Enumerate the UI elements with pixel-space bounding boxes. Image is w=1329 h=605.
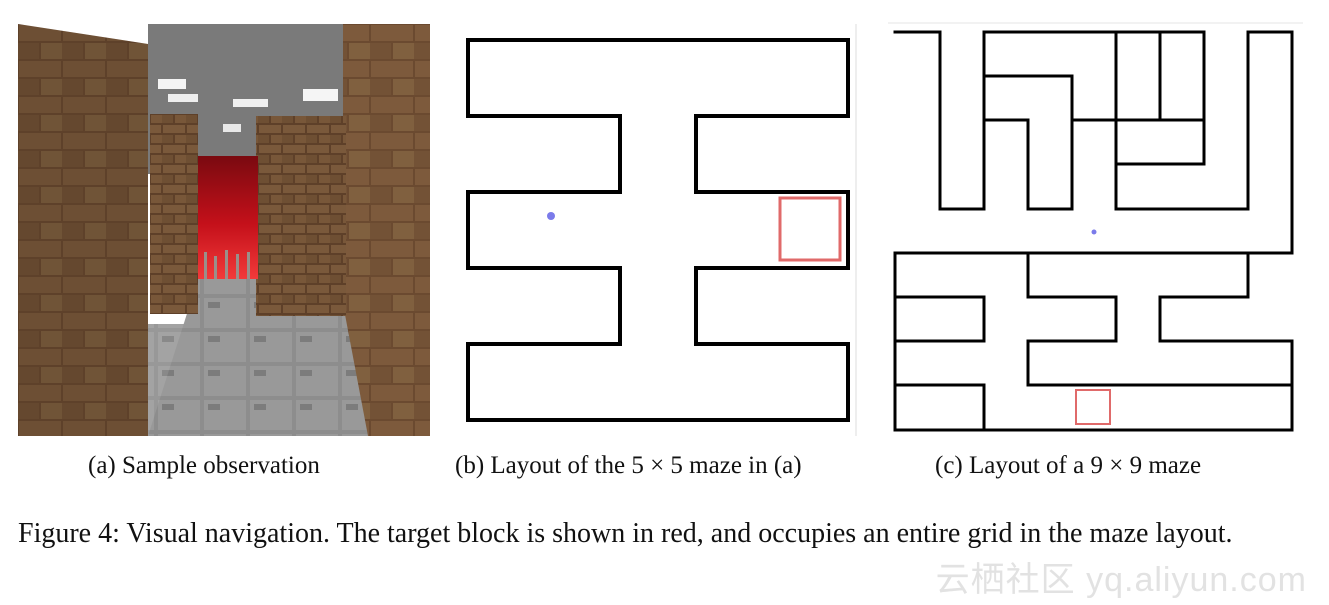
maze-5x5-walls	[466, 38, 850, 422]
maze-9x9-layout	[888, 22, 1303, 436]
target-block	[778, 196, 842, 262]
watermark: 云栖社区 yq.aliyun.com	[935, 561, 1307, 599]
maze-9x9-walls	[893, 30, 1294, 432]
panel-a-caption: (a) Sample observation	[88, 452, 320, 479]
maze-5x5-layout	[458, 24, 858, 436]
sample-observation-image	[18, 24, 430, 436]
agent-marker	[547, 212, 555, 220]
figure-caption: Figure 4: Visual navigation. The target …	[18, 518, 1233, 549]
target-block	[1075, 389, 1111, 425]
panel-b-caption: (b) Layout of the 5 × 5 maze in (a)	[455, 452, 802, 479]
panel-c-caption: (c) Layout of a 9 × 9 maze	[935, 452, 1202, 479]
agent-marker	[1091, 229, 1097, 235]
